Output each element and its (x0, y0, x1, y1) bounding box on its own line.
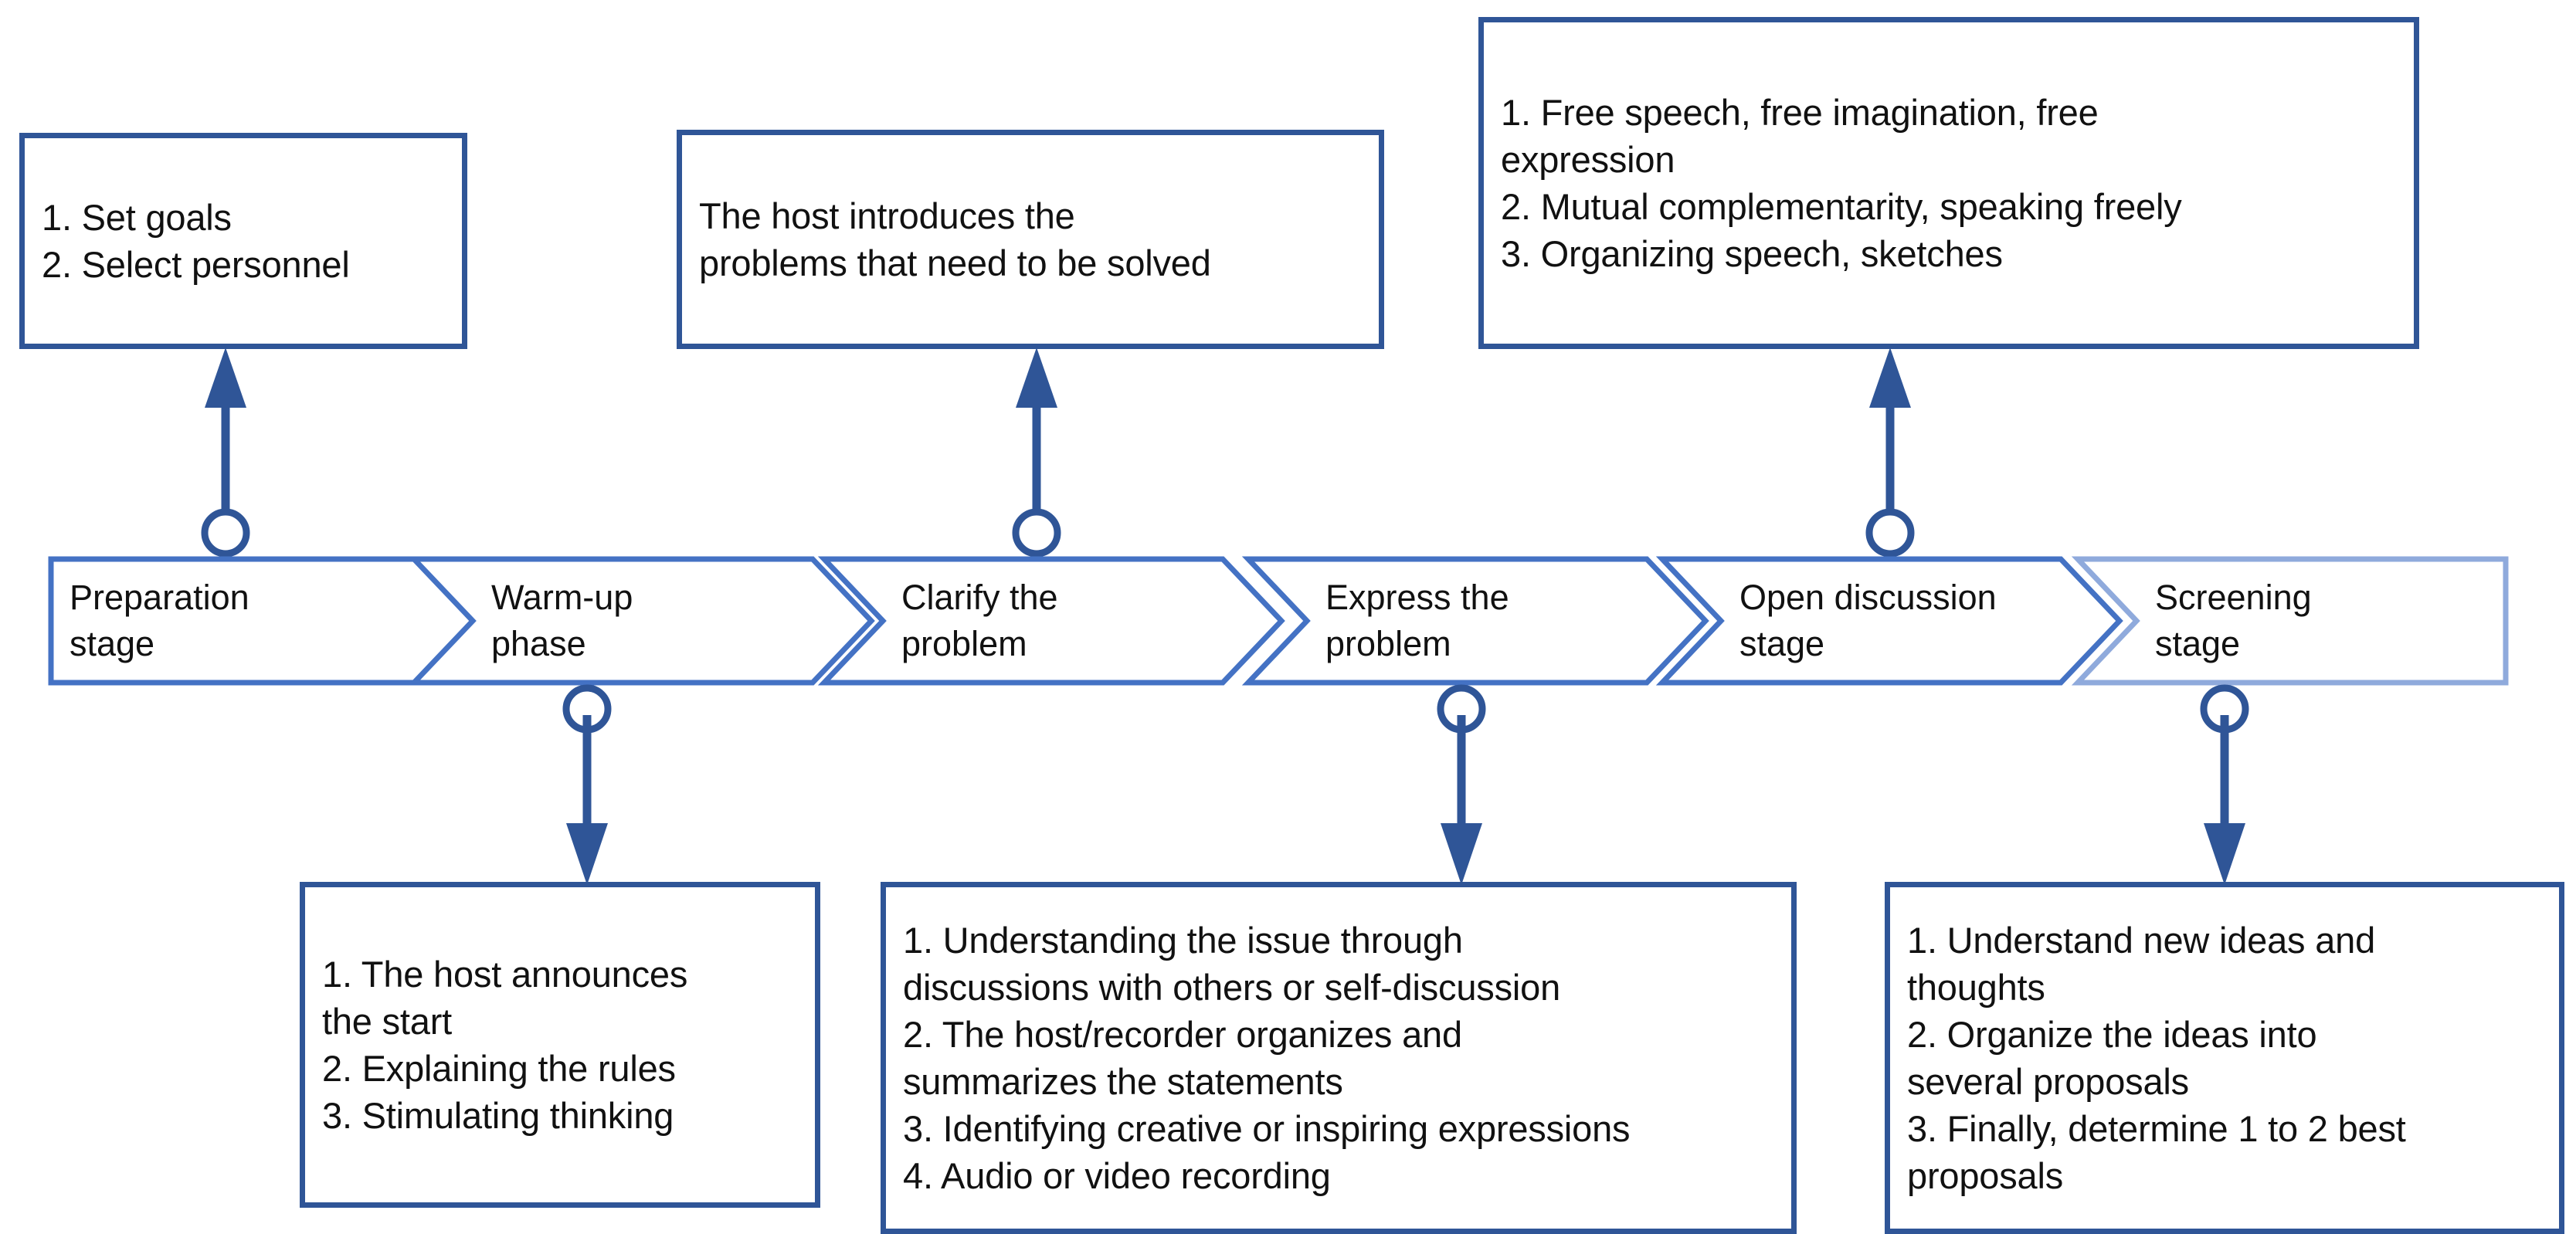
note-line: 2. The host/recorder organizes and (903, 1013, 1462, 1055)
note-box-preparation[interactable]: 1. Set goals 2. Select personnel (19, 133, 467, 349)
note-line: 2. Select personnel (42, 244, 350, 285)
note-line: expression (1501, 138, 1675, 180)
note-lines: 1. Understand new ideas and thoughts 2. … (1890, 917, 2559, 1200)
connector-screening-down (2200, 684, 2249, 888)
note-lines: 1. Set goals 2. Select personnel (25, 194, 462, 288)
note-line: problems that need to be solved (699, 242, 1211, 283)
note-lines: 1. Free speech, free imagination, free e… (1484, 89, 2414, 277)
connector-preparation-up (201, 347, 250, 558)
note-line: 4. Audio or video recording (903, 1155, 1331, 1197)
note-line: 2. Organize the ideas into (1907, 1013, 2317, 1055)
process-step-express[interactable]: Express the problem (1241, 556, 1709, 686)
note-line: 3. Identifying creative or inspiring exp… (903, 1108, 1631, 1150)
connector-warmup-down (562, 684, 612, 888)
process-step-screening[interactable]: Screening stage (2071, 556, 2509, 686)
note-box-warmup[interactable]: 1. The host announces the start 2. Expla… (300, 882, 820, 1208)
note-box-express[interactable]: 1. Understanding the issue through discu… (881, 882, 1797, 1234)
note-box-open-discussion[interactable]: 1. Free speech, free imagination, free e… (1478, 17, 2419, 349)
note-line: 3. Finally, determine 1 to 2 best (1907, 1108, 2406, 1150)
connector-express-down (1437, 684, 1486, 888)
note-line: discussions with others or self-discussi… (903, 966, 1561, 1008)
note-line: several proposals (1907, 1061, 2189, 1102)
note-line: thoughts (1907, 966, 2045, 1008)
note-line: proposals (1907, 1155, 2063, 1197)
note-line: summarizes the statements (903, 1061, 1343, 1102)
note-line: 1. Understanding the issue through (903, 919, 1463, 961)
note-line: 2. Mutual complementarity, speaking free… (1501, 186, 2182, 227)
note-box-clarify[interactable]: The host introduces the problems that ne… (677, 130, 1384, 349)
note-line: 1. The host announces (322, 953, 688, 995)
note-line: 1. Understand new ideas and (1907, 919, 2376, 961)
connector-clarify-up (1012, 347, 1061, 558)
process-step-open-discussion[interactable]: Open discussion stage (1655, 556, 2123, 686)
note-line: The host introduces the (699, 195, 1075, 236)
note-box-screening[interactable]: 1. Understand new ideas and thoughts 2. … (1885, 882, 2564, 1234)
note-line: 3. Organizing speech, sketches (1501, 233, 2003, 275)
note-line: 3. Stimulating thinking (322, 1095, 674, 1137)
connector-open-discussion-up (1865, 347, 1915, 558)
note-line: 1. Set goals (42, 196, 232, 238)
note-lines: 1. Understanding the issue through discu… (886, 917, 1791, 1200)
process-step-warmup[interactable]: Warm-up phase (407, 556, 875, 686)
note-lines: The host introduces the problems that ne… (682, 192, 1379, 286)
note-line: the start (322, 1000, 453, 1042)
note-line: 2. Explaining the rules (322, 1048, 676, 1089)
note-lines: 1. The host announces the start 2. Expla… (305, 951, 815, 1139)
note-line: 1. Free speech, free imagination, free (1501, 91, 2099, 133)
process-step-clarify[interactable]: Clarify the problem (817, 556, 1285, 686)
